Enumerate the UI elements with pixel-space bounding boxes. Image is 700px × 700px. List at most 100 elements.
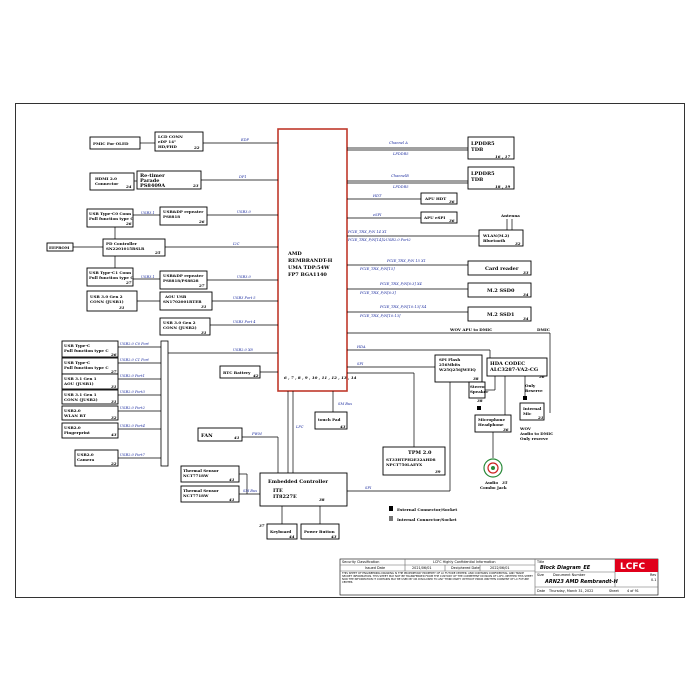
pcie-ssd0-label-b: PCIE_TRX_P/N[6:3] bbox=[359, 291, 396, 295]
intmic-page: 21 bbox=[537, 415, 544, 420]
rep1-bus-label: USB3.0 bbox=[237, 275, 252, 279]
only-label: Only bbox=[525, 383, 536, 388]
rtc-page: 42 bbox=[253, 373, 259, 378]
rep0-page: 26 bbox=[198, 219, 205, 224]
lpddr2-label-2: TDB bbox=[471, 177, 483, 183]
periph-usb31b-block bbox=[61, 389, 119, 405]
ec-label-1: Embedded Controller bbox=[268, 479, 328, 485]
tb-title-label: Title bbox=[536, 560, 544, 564]
combo-page: 35 bbox=[502, 480, 508, 485]
spi-flash-page: 38 bbox=[473, 376, 479, 381]
spi-flash-label-3: W25Q256JWEIQ bbox=[438, 367, 476, 372]
rep0-bus-label: USB3.0 bbox=[237, 210, 252, 214]
apu-hdt-block bbox=[420, 192, 458, 205]
periph-finger-page: 43 bbox=[111, 432, 117, 437]
aou-label-2: SN1702001RTER bbox=[163, 299, 202, 304]
pmic-label: PMIC For OLED bbox=[93, 141, 129, 146]
wov-note-2: Audio to DMIC bbox=[519, 431, 553, 436]
tb-deciphered-val: 2022/06/01 bbox=[490, 566, 510, 570]
dmic-label: DMIC bbox=[537, 327, 550, 332]
legend-external-marker bbox=[389, 506, 393, 511]
wlan-block bbox=[478, 229, 524, 247]
tb-date-val: Thursday, March 31, 2022 bbox=[548, 589, 593, 593]
periph-wlan-label-1: USB2.0 bbox=[64, 408, 81, 413]
rtc-label: RTC Battery bbox=[223, 370, 251, 375]
usbc1-page: 27 bbox=[125, 280, 132, 285]
usbc1-label-2: Full function type C bbox=[89, 275, 134, 280]
apu-espi-page: 36 bbox=[449, 218, 455, 223]
usbc1-label-1: USB Type-C1 Conn bbox=[89, 270, 131, 275]
wlan-label-2: Bluetooth bbox=[483, 238, 505, 243]
internal-mic-block bbox=[519, 402, 545, 421]
tpm-label-2: ST33HTPH2E32AHD8 bbox=[386, 457, 436, 462]
lcd-label-1: LCD CONN bbox=[158, 134, 183, 139]
therm1-page: 41 bbox=[229, 477, 235, 482]
periph-finger-label-1: USB2.0 bbox=[64, 425, 81, 430]
ext-connector-marker-2 bbox=[523, 396, 527, 400]
therm2-page: 41 bbox=[229, 497, 235, 502]
ssd1-label: M.2 SSD1 bbox=[487, 312, 514, 318]
cpu-line-4: FP7 BGA1140 bbox=[288, 272, 327, 278]
touchpad-block bbox=[314, 411, 348, 430]
dp1-bus-label: DP1 bbox=[238, 175, 247, 179]
pcie-wlan-label-b: PCIE_TRX_P/N[14]&USB2.0 Port2 bbox=[347, 238, 411, 242]
port4-bus-label: USB3 Port 4 bbox=[233, 320, 256, 324]
periph-finger-block bbox=[61, 422, 119, 439]
tpm-label-1: TPM 2.0 bbox=[408, 450, 432, 456]
therm2-label-2: NCT7718W bbox=[183, 493, 209, 498]
cpu-block bbox=[277, 128, 348, 392]
port5-bus-label: USB3 Port 5 bbox=[233, 296, 256, 300]
mic-label-1: Microphone bbox=[478, 417, 505, 422]
cpu-line-2: REMBRANDT-H bbox=[288, 258, 333, 264]
intmic-label-1: Internal bbox=[523, 406, 542, 411]
bus-c1-label: USB2.0 C1 Port bbox=[120, 358, 149, 362]
power-button-page: 43 bbox=[331, 534, 337, 539]
keyboard-label: Keyboard bbox=[270, 529, 291, 534]
usb30b-label-2: CONN (JUSB2) bbox=[163, 325, 197, 330]
hdmi-block bbox=[89, 172, 135, 191]
ec-page: 38 bbox=[319, 497, 325, 502]
periph-usb31a-page: 31 bbox=[111, 384, 117, 389]
spi-flash-label-2: 256Mbits bbox=[439, 362, 461, 367]
bus-p2-label: USB2.0 Port2 bbox=[120, 406, 146, 410]
fan-label: FAN bbox=[201, 433, 213, 439]
usb2-peripheral-list: USB Type-C Full function type C 26 USB2.… bbox=[61, 340, 161, 467]
repeater0-block bbox=[159, 206, 208, 226]
reserve-label: Reserve bbox=[525, 388, 543, 393]
hdmi-label-2: Connector bbox=[95, 181, 119, 186]
title-block: Security Classification LCFC Highly Conf… bbox=[339, 558, 659, 596]
tpm-label-3: NPCT750LAEYX bbox=[386, 462, 423, 467]
codec-label-1: HDA CODEC bbox=[490, 361, 525, 367]
combo-label-1: Audio bbox=[484, 480, 498, 485]
spi-flash-label-1: SPI Flash bbox=[439, 357, 460, 362]
edp-bus-label: EDP bbox=[240, 138, 250, 142]
usbc1-block bbox=[86, 267, 134, 287]
eeprom-label: EEPROM bbox=[49, 245, 70, 250]
antenna-label: Antenna bbox=[500, 213, 520, 218]
keyboard-ref: 37 bbox=[259, 523, 265, 528]
periph-usb31b-page: 31 bbox=[111, 399, 117, 404]
usb2x8-bus-label: USB2.0 X8 bbox=[233, 348, 254, 352]
ssd0-label: M.2 SSD0 bbox=[487, 288, 515, 294]
tb-size-label: Size bbox=[537, 573, 544, 577]
rep0-label-2: PS8818 bbox=[163, 214, 180, 219]
periph-usbc0-block bbox=[61, 340, 119, 358]
therm1-label-1: Thermal Sensor bbox=[183, 468, 220, 473]
usbc0-bus-label: USB3.1 bbox=[141, 211, 155, 215]
card-reader-block bbox=[467, 260, 532, 276]
espi-bus-label: eSPI bbox=[373, 213, 382, 217]
lpddr1-page: 16 , 17 bbox=[495, 154, 511, 159]
periph-usb31a-label-2: AOU (JUSB1) bbox=[63, 381, 94, 386]
block-diagram: AMD REMBRANDT-H UMA TDP:54W FP7 BGA1140 … bbox=[15, 103, 685, 598]
periph-usbc1-page: 27 bbox=[110, 369, 117, 374]
intmic-label-2: Mic bbox=[523, 411, 532, 416]
wov-note-3: Only reserve bbox=[520, 436, 549, 441]
tb-confidential: LCFC Highly Confidential Information bbox=[433, 560, 496, 564]
tb-notice: THIS SHEET OF ENGINEERING DRAWING IS THE… bbox=[342, 572, 533, 584]
wov-note-1: WOV bbox=[519, 426, 532, 431]
pcie-cardreader-label-b: PCIE_TRX_P/N[15] bbox=[359, 267, 395, 271]
periph-usb31a-block bbox=[61, 373, 119, 390]
tb-title: Block Diagram_EE bbox=[540, 565, 591, 571]
pwm-bus-label: PWM bbox=[251, 432, 262, 436]
bus-p7-label: USB2.0 Port7 bbox=[120, 453, 146, 457]
